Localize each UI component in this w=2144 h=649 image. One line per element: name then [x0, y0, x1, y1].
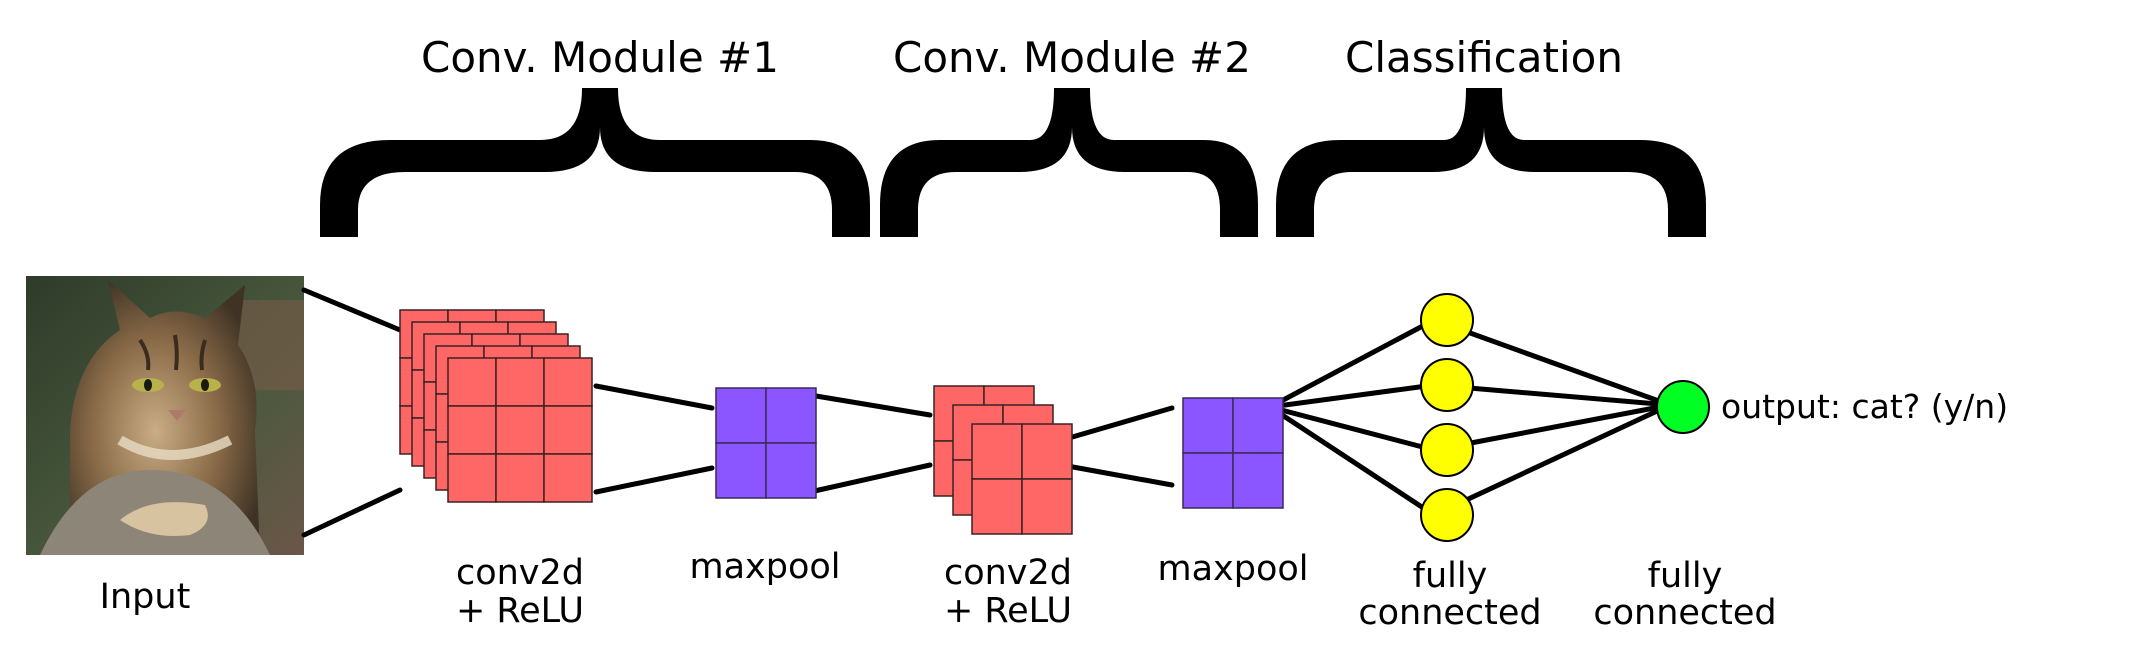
module-title-classification: Classification [1345, 33, 1623, 82]
maxpool-2 [1182, 397, 1284, 509]
conv2d-relu-stack-1 [399, 309, 593, 503]
caption-fc-1-line1: fully [1413, 556, 1488, 596]
input-image [26, 276, 304, 555]
caption-relu-1: + ReLU [456, 591, 584, 631]
brace-conv1 [320, 88, 870, 237]
brace-classification [1276, 88, 1706, 237]
maxpool-1 [715, 387, 817, 499]
caption-conv2d-1: conv2d [456, 553, 584, 593]
output-label: output: cat? (y/n) [1721, 387, 2008, 426]
hidden-node [1420, 423, 1474, 477]
conv2d-relu-stack-2 [933, 385, 1073, 535]
caption-maxpool-2: maxpool [1157, 549, 1308, 589]
module-title-conv1: Conv. Module #1 [421, 33, 779, 82]
fully-connected-layer-1 [1420, 293, 1474, 542]
caption-relu-2: + ReLU [944, 591, 1072, 631]
module-title-conv2: Conv. Module #2 [893, 33, 1251, 82]
hidden-node [1420, 293, 1474, 347]
caption-fc-2-line2: connected [1593, 593, 1776, 633]
caption-conv2d-2: conv2d [944, 553, 1072, 593]
cat-photo-icon [40, 280, 304, 555]
caption-maxpool-1: maxpool [689, 547, 840, 587]
caption-input: Input [100, 577, 191, 617]
output-node [1656, 380, 1710, 434]
brace-conv2 [880, 88, 1258, 237]
caption-fc-1-line2: connected [1358, 593, 1541, 633]
connections [301, 287, 1673, 538]
caption-fc-2-line1: fully [1648, 556, 1723, 596]
hidden-node [1420, 488, 1474, 542]
hidden-node [1420, 358, 1474, 412]
